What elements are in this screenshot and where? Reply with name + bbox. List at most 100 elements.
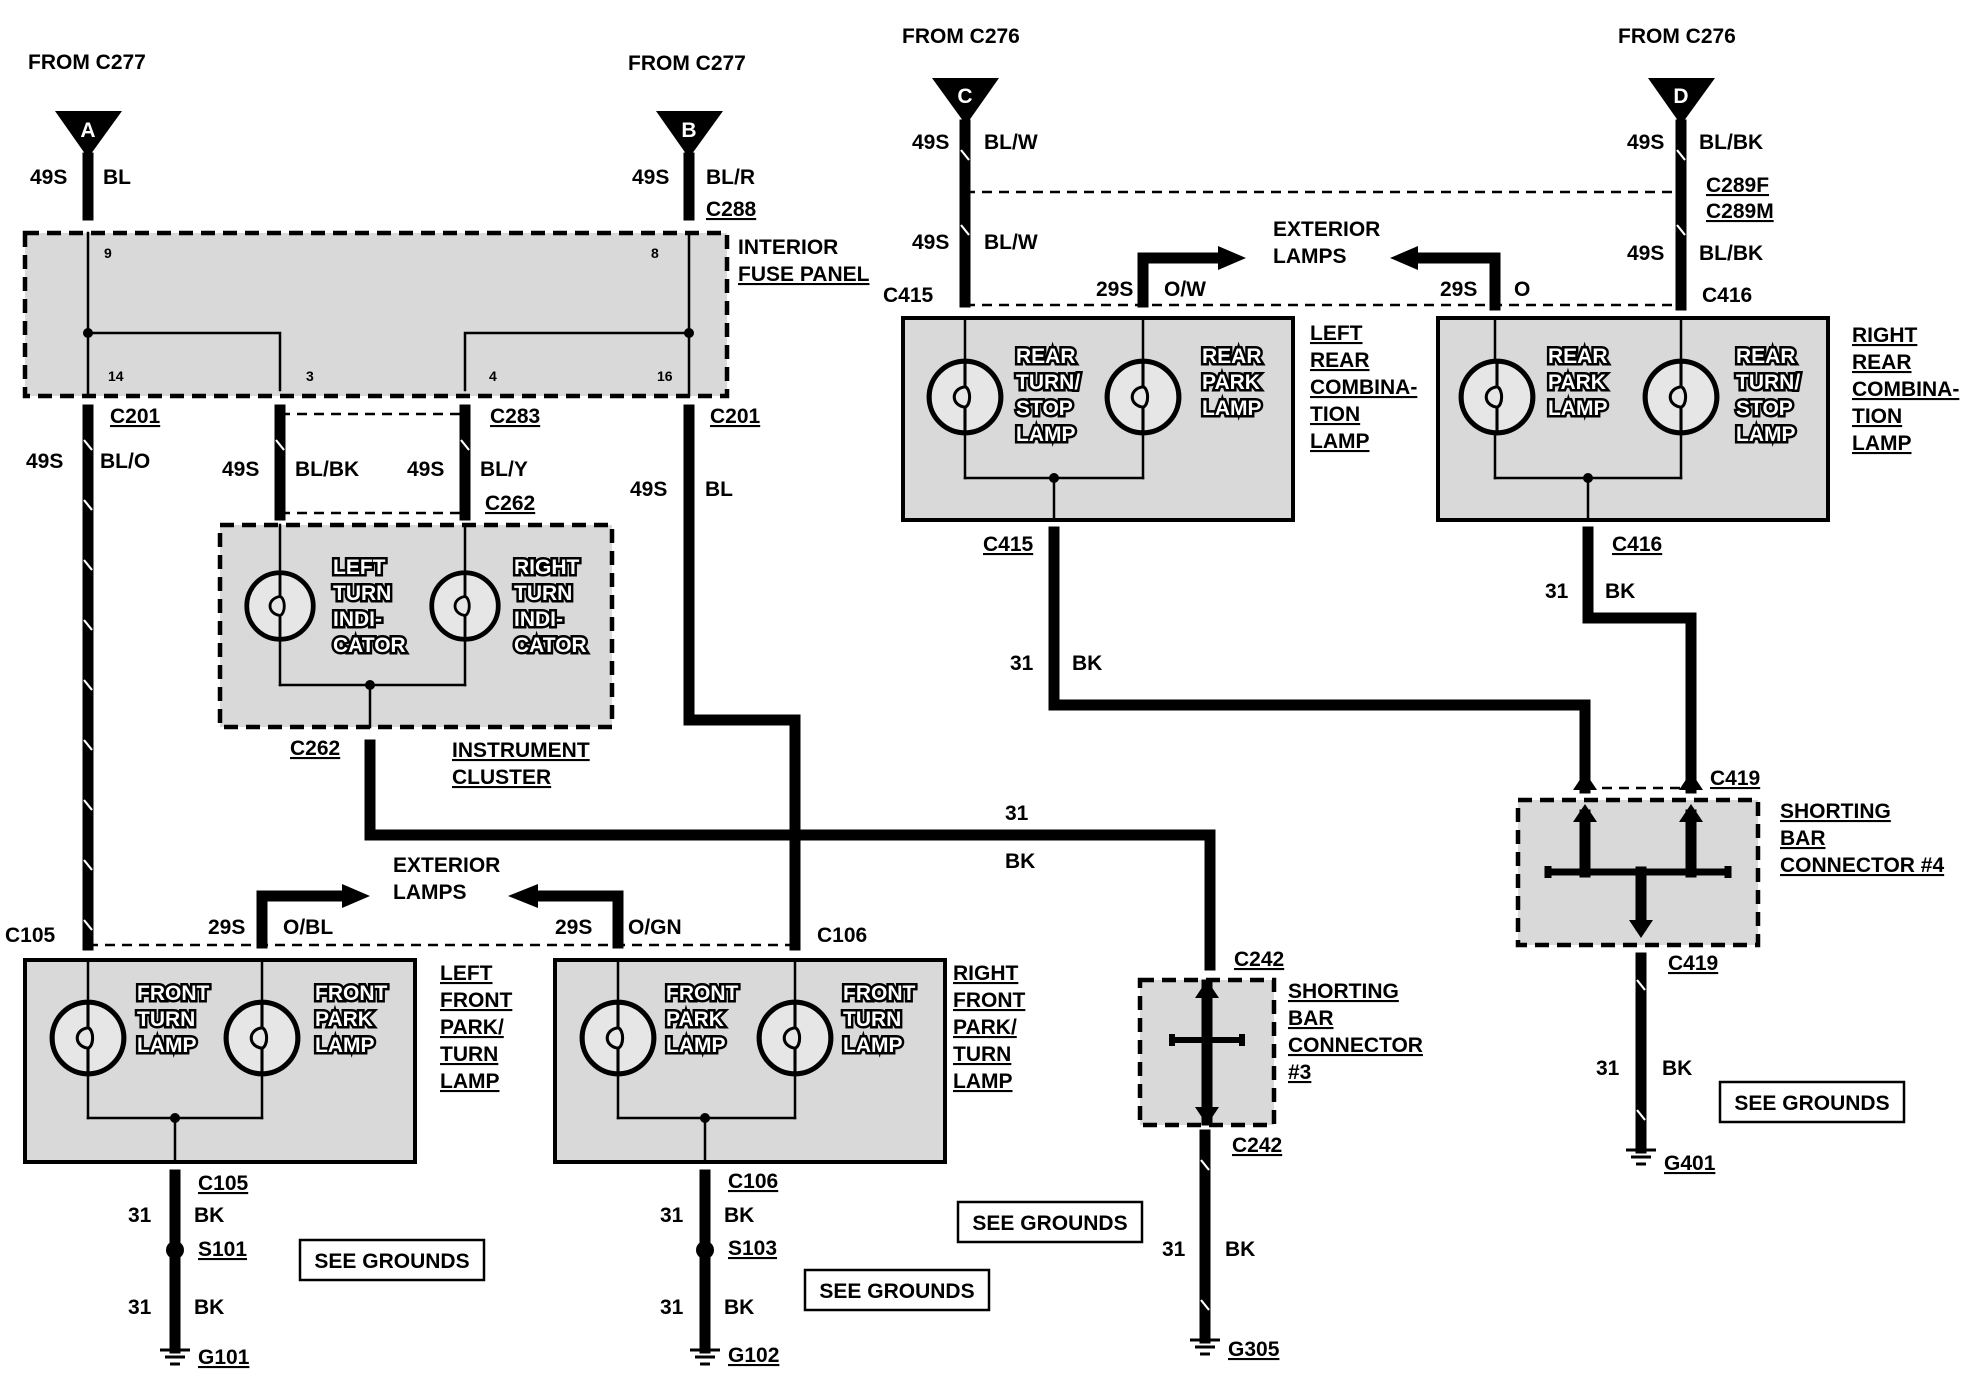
cluster-gnd-color: BK	[1005, 850, 1035, 873]
s103-label: S103	[728, 1237, 777, 1260]
rf-front-park-bulb-icon	[582, 1002, 654, 1074]
lf-l1-1: FRONT	[137, 982, 209, 1005]
obl-color: O/BL	[283, 916, 333, 939]
source-c-letter: C	[957, 85, 972, 108]
rf-l2-1: FRONT	[843, 982, 915, 1005]
rr-name-2: REAR	[1852, 351, 1912, 374]
rf-name-1: RIGHT	[953, 962, 1019, 985]
g401-label: G401	[1664, 1152, 1716, 1175]
rr-l2-3: STOP	[1736, 397, 1793, 420]
obl-circuit: 29S	[208, 916, 245, 939]
c416-top-label: C416	[1702, 284, 1752, 307]
source-a: FROM C277 A 49S BL	[28, 51, 146, 221]
cluster-gnd-circuit: 31	[1005, 802, 1029, 825]
left-front-ground: C105 31 BK S101 31 BK G101	[128, 1169, 250, 1369]
source-c-circuit: 49S	[912, 131, 949, 154]
source-b-from: FROM C277	[628, 52, 746, 75]
lf-l2-1: FRONT	[315, 982, 387, 1005]
shorting-bar-3: C242 SHORTING BAR CONNECTOR #3	[1137, 948, 1423, 1128]
ext-lamps-rear-2: LAMPS	[1273, 245, 1347, 268]
cluster-right-2: TURN	[514, 582, 572, 605]
instrument-cluster: LEFT TURN INDI- CATOR RIGHT TURN INDI- C…	[217, 522, 615, 789]
lr-name-2: REAR	[1310, 349, 1370, 372]
rr-l2-1: REAR	[1736, 345, 1796, 368]
c289f-label: C289F	[1706, 174, 1769, 197]
source-b: FROM C277 B 49S BL/R C288	[628, 52, 757, 221]
blo-circuit: 49S	[26, 450, 63, 473]
source-d-color: BL/BK	[1699, 131, 1763, 154]
rf-l1-3: LAMP	[666, 1034, 726, 1057]
c-lower-color: BL/W	[984, 231, 1038, 254]
front-park-bulb-icon	[226, 1002, 298, 1074]
right-front-lamp: FRONT PARK LAMP FRONT TURN LAMP RIGHT FR…	[553, 958, 1025, 1164]
lr-l1-4: LAMP	[1016, 423, 1076, 446]
ext-lamps-front-2: LAMPS	[393, 881, 467, 904]
rr-name-3: COMBINA-	[1852, 378, 1959, 401]
pin-16: 16	[657, 368, 673, 384]
c201-right-label: C201	[710, 405, 761, 428]
ground-g401-icon	[1626, 1148, 1656, 1166]
right-rear-combination-lamp: REAR PARK LAMP REAR TURN/ STOP LAMP RIGH…	[1436, 316, 1959, 522]
rf-gnd-circuit-1: 31	[660, 1204, 684, 1227]
o-color: O	[1514, 278, 1530, 301]
right-turn-indicator-bulb-icon	[432, 573, 499, 640]
arrow-right-icon	[342, 884, 370, 908]
lf-name-3: PARK/	[440, 1016, 504, 1039]
source-b-letter: B	[681, 119, 696, 142]
c289m-label: C289M	[1706, 200, 1774, 223]
c105-bottom-label: C105	[198, 1172, 249, 1195]
blbk-color: BL/BK	[295, 458, 359, 481]
lf-l1-2: TURN	[137, 1008, 195, 1031]
see-grounds-2[interactable]: SEE GROUNDS	[803, 1268, 991, 1312]
rr-turn-stop-bulb-icon	[1645, 361, 1717, 433]
see-grounds-1[interactable]: SEE GROUNDS	[298, 1238, 486, 1282]
d-lower-color: BL/BK	[1699, 242, 1763, 265]
cluster-name-2: CLUSTER	[452, 766, 551, 789]
lr-turn-stop-bulb-icon	[929, 361, 1001, 433]
lr-name-3: COMBINA-	[1310, 376, 1417, 399]
rf-front-turn-bulb-icon	[759, 1002, 831, 1074]
cluster-right-3: INDI-	[514, 608, 563, 631]
sb3-name-4: #3	[1288, 1061, 1311, 1084]
o-wire	[1404, 252, 1501, 311]
pin-4: 4	[489, 368, 497, 384]
source-a-connector-icon	[55, 111, 122, 158]
ground-g305-icon	[1190, 1338, 1220, 1356]
lr-gnd-wire	[1048, 526, 1591, 794]
sb4-name-3: CONNECTOR #4	[1780, 854, 1944, 877]
rf-gnd-color-1: BK	[724, 1204, 754, 1227]
pin-8: 8	[651, 245, 659, 261]
g305-circuit: 31	[1162, 1238, 1186, 1261]
source-d-letter: D	[1673, 85, 1688, 108]
lr-l2-2: PARK	[1202, 371, 1260, 394]
see-grounds-3-text: SEE GROUNDS	[972, 1212, 1127, 1235]
rear-arrow-left-icon	[1390, 246, 1418, 270]
g401-color: BK	[1662, 1057, 1692, 1080]
sb3-name-1: SHORTING	[1288, 980, 1399, 1003]
c262-bottom-label: C262	[290, 737, 340, 760]
lr-name-1: LEFT	[1310, 322, 1363, 345]
source-d-circuit: 49S	[1627, 131, 1664, 154]
source-a-circuit: 49S	[30, 166, 67, 189]
source-a-color: BL	[103, 166, 131, 189]
ow-wire	[1137, 252, 1231, 308]
rf-l2-2: TURN	[843, 1008, 901, 1031]
source-b-connector: C288	[706, 198, 757, 221]
lr-l2-3: LAMP	[1202, 397, 1262, 420]
ground-g101-icon	[160, 1348, 190, 1366]
s101-label: S101	[198, 1238, 247, 1261]
rear-arrow-right-icon	[1218, 246, 1246, 270]
rr-gnd-wire	[1582, 526, 1697, 794]
see-grounds-3[interactable]: SEE GROUNDS	[956, 1200, 1144, 1244]
lr-name-4: TION	[1310, 403, 1360, 426]
cluster-right-4: CATOR	[514, 634, 587, 657]
lr-l2-1: REAR	[1202, 345, 1262, 368]
ogn-wire	[524, 890, 624, 949]
source-b-connector-icon	[656, 111, 723, 158]
see-grounds-4[interactable]: SEE GROUNDS	[1718, 1080, 1906, 1124]
source-d-from: FROM C276	[1618, 25, 1736, 48]
ow-color: O/W	[1164, 278, 1206, 301]
ow-circuit: 29S	[1096, 278, 1133, 301]
pin-14: 14	[108, 368, 124, 384]
c262-top-label: C262	[485, 492, 535, 515]
